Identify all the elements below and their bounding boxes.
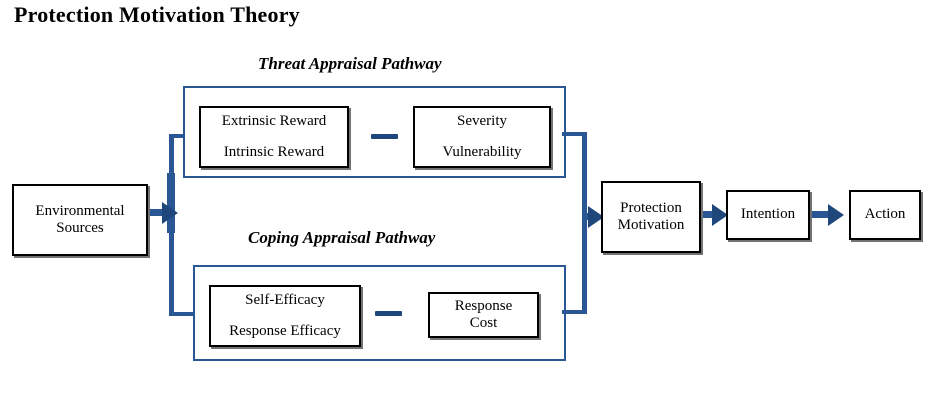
node-extrinsic-reward: Extrinsic Reward [221, 112, 327, 129]
node-action-label: Action [864, 206, 906, 223]
node-reward: Extrinsic Reward Intrinsic Reward [199, 106, 349, 168]
node-protection-motivation-line2: Motivation [617, 217, 685, 233]
node-environmental-sources: Environmental Sources [12, 184, 148, 256]
threat-pathway-label: Threat Appraisal Pathway [258, 54, 442, 73]
node-efficacy: Self-Efficacy Response Efficacy [209, 285, 361, 347]
right-bracket-spine [582, 132, 587, 314]
left-bracket-stub-bottom [169, 312, 195, 316]
node-response-cost: Response Cost [428, 292, 539, 338]
minus-operator-threat [371, 134, 398, 139]
node-environmental-sources-line2: Sources [56, 220, 104, 236]
arrow-protection-motivation-to-intention-shaft [703, 211, 717, 218]
coping-pathway-label: Coping Appraisal Pathway [248, 228, 436, 247]
node-action: Action [849, 190, 921, 240]
arrow-environmental-to-appraisal-head [162, 202, 178, 224]
node-response-efficacy: Response Efficacy [229, 323, 341, 339]
node-vulnerability: Vulnerability [442, 144, 522, 160]
left-bracket-stub-top [169, 134, 185, 138]
minus-operator-coping [375, 311, 402, 316]
right-bracket-stub-bottom [562, 310, 586, 314]
node-threat-appraisal: Severity Vulnerability [413, 106, 551, 168]
arrow-protection-motivation-to-intention-head [712, 204, 728, 226]
node-response-cost-line1: Response [454, 297, 513, 314]
node-protection-motivation: Protection Motivation [601, 181, 701, 253]
arrow-appraisal-to-protection-motivation-head [588, 206, 604, 228]
node-intention: Intention [726, 190, 810, 240]
page-title: Protection Motivation Theory [14, 2, 300, 27]
arrow-intention-to-action-head [828, 204, 844, 226]
node-environmental-sources-line1: Environmental [35, 202, 125, 219]
node-protection-motivation-line1: Protection [620, 199, 682, 216]
node-response-cost-line2: Cost [469, 315, 498, 331]
arrow-environmental-to-appraisal-shaft [150, 209, 170, 216]
node-intention-label: Intention [740, 206, 796, 223]
node-intrinsic-reward: Intrinsic Reward [223, 144, 325, 160]
right-bracket-stub-top [562, 132, 586, 136]
node-self-efficacy: Self-Efficacy [245, 291, 325, 308]
node-severity: Severity [457, 112, 507, 129]
arrow-intention-to-action-shaft [812, 211, 832, 218]
